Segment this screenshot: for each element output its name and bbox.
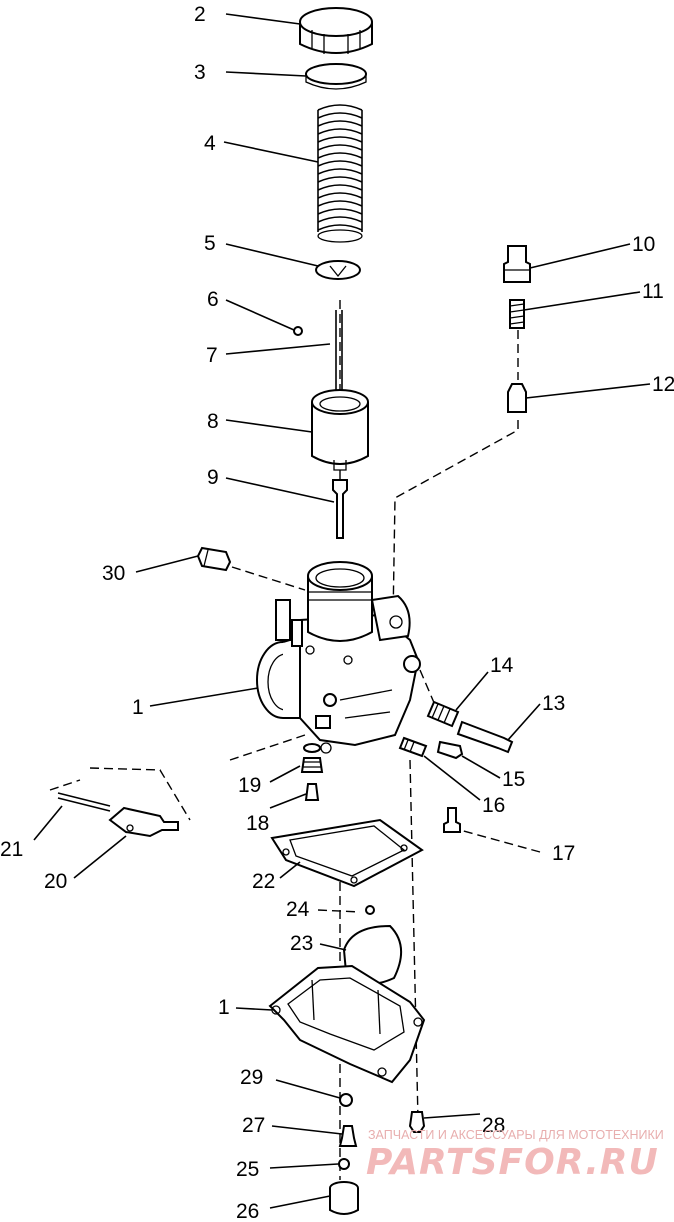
callout-14: 14 [490,654,514,677]
callout-11: 11 [642,280,664,303]
callout-20: 20 [44,870,67,893]
part-10-screw [503,245,531,283]
callout-30: 30 [102,562,125,585]
callout-22: 22 [252,870,275,893]
callout-29: 29 [240,1066,263,1089]
part-20-float-arm [49,767,191,838]
callout-4: 4 [204,132,216,155]
part-17-screw [443,807,461,833]
callout-27: 27 [242,1114,265,1137]
part-9-needle-jet [332,479,348,539]
callout-1-bowl: 1 [218,996,230,1019]
part-1-float-bowl [268,964,426,1084]
part-14-spring [426,700,460,728]
part-11-spring [509,299,525,329]
part-1-carb-body [256,561,421,754]
watermark-brand: PARTSFOR.RU [366,1142,659,1183]
callout-16: 16 [482,794,505,817]
callout-2: 2 [194,3,206,26]
callout-15: 15 [502,768,525,791]
callout-3: 3 [194,61,206,84]
callout-12: 12 [652,373,674,396]
part-25-o-ring [338,1158,350,1170]
callout-5: 5 [204,232,216,255]
callout-1-body: 1 [132,696,144,719]
part-15-fitting [436,740,464,760]
part-19-jet-holder [300,743,324,773]
callout-labels: 2 3 4 5 6 7 8 9 10 11 12 30 1 14 13 15 1… [0,3,674,1222]
callout-6: 6 [207,288,219,311]
watermark: ЗАПЧАСТИ И АКСЕССУАРЫ ДЛЯ МОТОТЕХНИКИ PA… [366,1128,664,1183]
part-4-spring [317,104,363,243]
callout-26: 26 [236,1200,259,1222]
callout-24: 24 [286,898,310,921]
watermark-tagline: ЗАПЧАСТИ И АКСЕССУАРЫ ДЛЯ МОТОТЕХНИКИ [368,1128,664,1142]
part-29-washer [339,1093,353,1107]
part-16-jet [398,736,428,758]
part-28-screw [408,1111,426,1133]
callout-18: 18 [246,812,269,835]
part-18-main-jet [304,783,320,801]
part-22-gasket [270,818,424,888]
callout-8: 8 [207,410,219,433]
part-12-jet [507,383,527,413]
part-26-drain-plug [329,1181,359,1215]
leader-lines [33,13,651,1209]
callout-13: 13 [542,692,565,715]
part-13-screw [456,720,514,754]
part-7-needle [335,310,343,392]
part-8-slide [311,389,369,471]
callout-23: 23 [290,932,313,955]
part-21-float-pin [57,792,111,812]
callout-19: 19 [238,774,261,797]
callout-7: 7 [206,344,218,367]
part-5-retainer [315,260,361,280]
callout-25: 25 [236,1158,259,1181]
part-3-washer [305,63,367,90]
callout-10: 10 [632,233,655,256]
callout-21: 21 [0,838,23,861]
part-27-jet [338,1125,358,1147]
part-6-clip [293,326,303,336]
callout-9: 9 [207,466,219,489]
callout-28: 28 [482,1114,505,1137]
part-30-tube [196,546,232,572]
part-2-cap [299,7,373,54]
part-24-float-needle [365,905,375,915]
callout-17: 17 [552,842,575,865]
